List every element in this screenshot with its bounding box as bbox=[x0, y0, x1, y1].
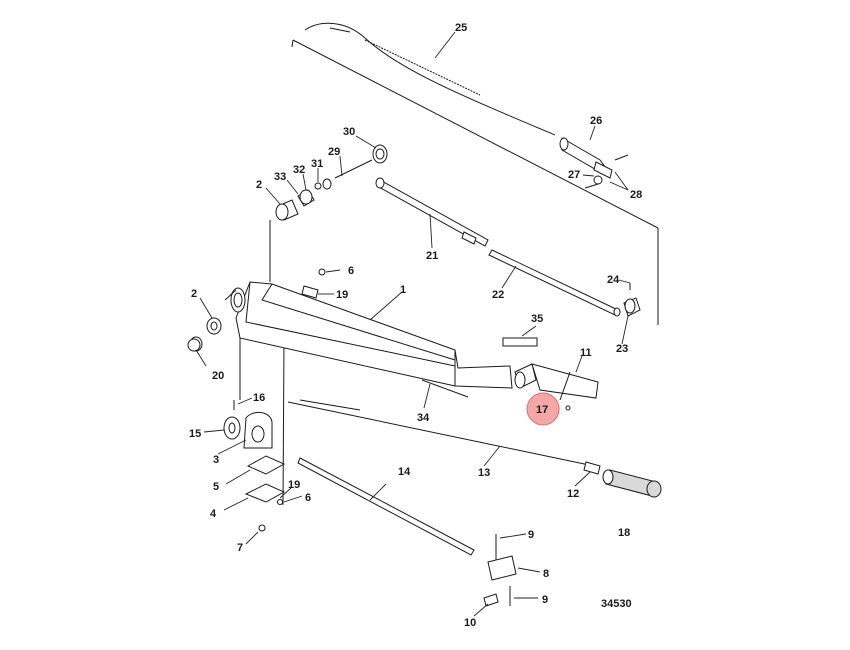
callout-29[interactable]: 29 bbox=[328, 146, 340, 158]
part-11-17-tip bbox=[514, 363, 599, 411]
callout-19-top[interactable]: 19 bbox=[336, 289, 348, 301]
callout-25[interactable]: 25 bbox=[455, 22, 467, 34]
callout-32[interactable]: 32 bbox=[293, 164, 305, 176]
callout-8[interactable]: 8 bbox=[543, 568, 549, 580]
callout-6-top[interactable]: 6 bbox=[348, 265, 354, 277]
callout-4[interactable]: 4 bbox=[210, 508, 217, 520]
part-8-9-10-clamp bbox=[483, 534, 517, 607]
drawing-number: 34530 bbox=[601, 598, 632, 610]
callout-28[interactable]: 28 bbox=[630, 189, 642, 201]
part-14-rod bbox=[297, 457, 475, 556]
part-26-handle bbox=[559, 137, 629, 189]
subassembly-boundary bbox=[239, 39, 659, 506]
callout-6-bottom[interactable]: 6 bbox=[305, 492, 311, 504]
part-19-6-upper bbox=[301, 268, 326, 299]
callout-27[interactable]: 27 bbox=[568, 169, 580, 181]
callout-labels: 25 26 27 28 30 29 31 32 33 2 21 22 24 23… bbox=[189, 22, 642, 629]
leader-lines bbox=[195, 31, 631, 617]
part-13-cable bbox=[287, 399, 601, 475]
callout-2-top[interactable]: 2 bbox=[256, 179, 262, 191]
callout-33[interactable]: 33 bbox=[274, 171, 286, 183]
part-29-33-bolt-stack bbox=[275, 144, 388, 221]
callout-12[interactable]: 12 bbox=[567, 488, 579, 500]
callout-20[interactable]: 20 bbox=[212, 370, 224, 382]
callout-9-top[interactable]: 9 bbox=[528, 529, 534, 541]
callout-15[interactable]: 15 bbox=[189, 428, 201, 440]
callout-21[interactable]: 21 bbox=[426, 250, 438, 262]
callout-7[interactable]: 7 bbox=[237, 542, 243, 554]
callout-22[interactable]: 22 bbox=[492, 289, 504, 301]
part-34-pin bbox=[421, 379, 469, 398]
callout-14[interactable]: 14 bbox=[398, 466, 411, 478]
part-3-4-5-15-16-mount bbox=[223, 400, 286, 532]
callout-26[interactable]: 26 bbox=[590, 115, 602, 127]
callout-2-left[interactable]: 2 bbox=[191, 288, 197, 300]
callout-31[interactable]: 31 bbox=[311, 158, 323, 170]
callout-13[interactable]: 13 bbox=[478, 467, 490, 479]
callout-1[interactable]: 1 bbox=[400, 284, 406, 296]
callout-9-bottom[interactable]: 9 bbox=[542, 594, 548, 606]
callout-16[interactable]: 16 bbox=[253, 392, 265, 404]
part-18-grip bbox=[602, 469, 662, 498]
callout-3[interactable]: 3 bbox=[213, 454, 219, 466]
callout-5[interactable]: 5 bbox=[213, 481, 219, 493]
callout-30[interactable]: 30 bbox=[343, 126, 355, 138]
callout-35[interactable]: 35 bbox=[531, 313, 543, 325]
callout-10[interactable]: 10 bbox=[464, 617, 476, 629]
part-23-24 bbox=[623, 283, 641, 317]
part-35-decal bbox=[502, 337, 538, 347]
part-25-cable bbox=[304, 22, 556, 136]
callout-34[interactable]: 34 bbox=[417, 412, 430, 424]
part-21-22-rods bbox=[375, 177, 621, 317]
callout-17[interactable]: 17 bbox=[536, 404, 548, 416]
callout-11[interactable]: 11 bbox=[580, 347, 592, 359]
part-20-nut bbox=[187, 338, 201, 352]
part-1-main-arm bbox=[224, 281, 513, 389]
callout-19-bottom[interactable]: 19 bbox=[288, 479, 300, 491]
callout-23[interactable]: 23 bbox=[616, 343, 628, 355]
callout-24[interactable]: 24 bbox=[607, 274, 620, 286]
callout-18[interactable]: 18 bbox=[618, 527, 630, 539]
highlight-callout-17 bbox=[526, 392, 560, 426]
